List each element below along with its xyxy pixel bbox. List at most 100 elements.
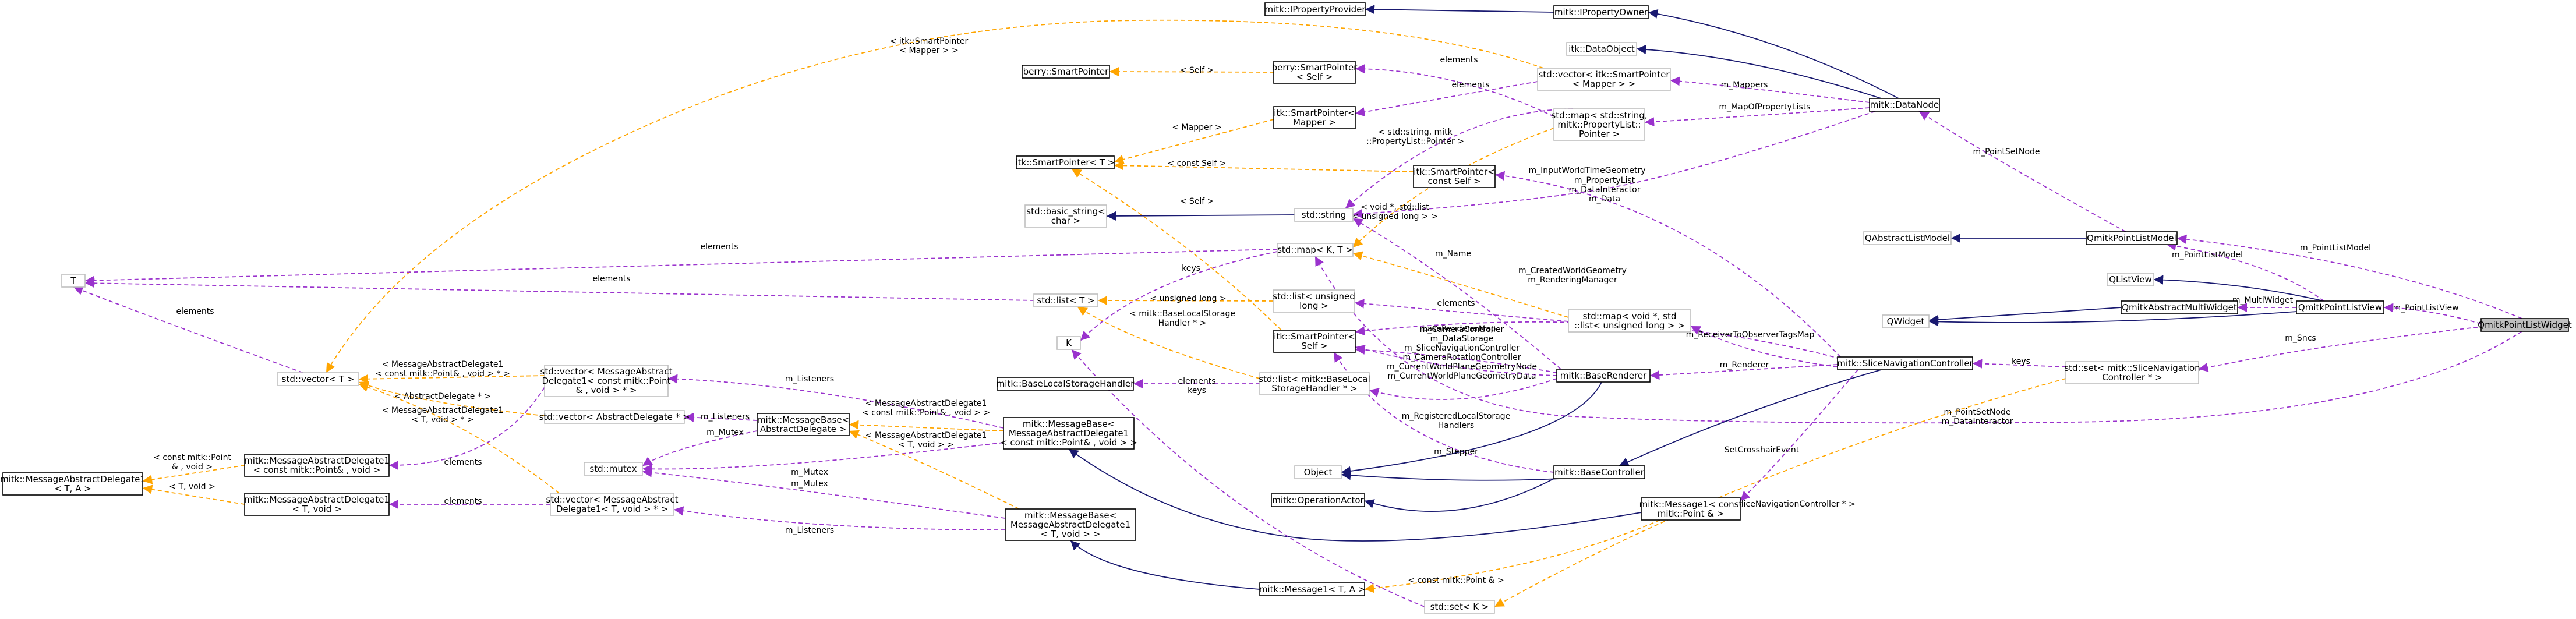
- edge-label-elements-a: elements: [1440, 55, 1478, 65]
- edge-mitk-message-base-abstract-delegate-to-std-vector-abstract-delegate: [684, 412, 758, 422]
- edge-mitk-message-base-tvoid-to-std-mutex: [642, 468, 1006, 519]
- class-node-mitk-iproperty-owner[interactable]: mitk::IPropertyOwner: [1553, 5, 1649, 19]
- class-name: QmitkPointListWidget: [2478, 320, 2572, 330]
- edge-label-elements-c: elements: [700, 242, 738, 252]
- class-node-t-node: T: [61, 274, 86, 288]
- edge-label-elements-j: elements: [176, 307, 214, 316]
- class-node-mitk-message1-ta[interactable]: mitk::Message1< T, A >: [1259, 582, 1365, 596]
- edge-std-vector-message-abstract-delegate-point-to-std-vector-t: [358, 374, 545, 384]
- edge-mitk-slice-navigation-controller-to-std-map-void-list: [1690, 326, 1838, 367]
- class-node-mitk-message-abstract-delegate1-point[interactable]: mitk::MessageAbstractDelegate1< const mi…: [244, 454, 390, 477]
- class-node-mitk-iproperty-provider[interactable]: mitk::IPropertyProvider: [1264, 2, 1366, 16]
- class-node-qmitk-point-list-view[interactable]: QmitkPointListView: [2296, 300, 2384, 314]
- class-node-berry-smartpointer-self[interactable]: berry::SmartPointer< Self >: [1272, 61, 1358, 84]
- edge-label-keys-b: keys: [1182, 264, 1200, 273]
- edge-label-m-mutex-c: m_Mutex: [791, 479, 828, 489]
- edge-label-m-multi-widget: m_MultiWidget: [2232, 296, 2294, 305]
- class-node-qwidget: QWidget: [1882, 314, 1930, 328]
- class-name: T: [70, 275, 76, 286]
- edge-mitk-message-base-tvoid-to-std-vector-message-abstract-delegate-tvoid: [673, 506, 1006, 530]
- class-name: mitk::MessageBase<MessageAbstractDelegat…: [1010, 510, 1130, 539]
- edge-std-map-string-propertylist-to-std-string: [1345, 108, 1573, 209]
- class-node-mitk-slice-navigation-controller[interactable]: mitk::SliceNavigationController: [1837, 356, 1974, 370]
- class-node-berry-smartpointer[interactable]: berry::SmartPointer: [1022, 65, 1110, 79]
- class-name: mitk::BaseController: [1554, 467, 1645, 477]
- edge-mitk-base-renderer-to-itk-smartpointer-self: [1355, 345, 1557, 376]
- class-node-itk-smartpointer-mapper[interactable]: itk::SmartPointer<Mapper >: [1273, 106, 1356, 129]
- edge-mitk-iproperty-owner-to-mitk-iproperty-provider: [1365, 5, 1554, 15]
- class-node-std-list-t: std::list< T >: [1033, 293, 1098, 307]
- edge-qmitk-point-list-widget-to-std-map-kt: [1314, 256, 2522, 424]
- class-name: mitk::Message1< T, A >: [1259, 584, 1365, 595]
- edge-label-elements-i: elements: [444, 497, 482, 506]
- edge-label-const-point-void: < const mitk::Point& , void >: [153, 453, 231, 472]
- edge-std-vector-abstract-delegate-to-std-vector-t: [358, 381, 545, 416]
- edge-mitk-base-renderer-to-std-list-mitk-base-local-storage-handler: [1369, 378, 1557, 400]
- class-name: std::basic_string<char >: [1026, 206, 1105, 226]
- class-node-std-mutex: std::mutex: [584, 462, 643, 476]
- class-node-mitk-data-node[interactable]: mitk::DataNode: [1869, 98, 1940, 112]
- edge-mitk-message-base-tvoid-to-mitk-message-base-abstract-delegate: [849, 430, 1020, 510]
- class-node-mitk-message-abstract-delegate1-tvoid[interactable]: mitk::MessageAbstractDelegate1< T, void …: [244, 493, 390, 516]
- class-node-qmitk-abstract-multi-widget[interactable]: QmitkAbstractMultiWidget: [2121, 300, 2238, 314]
- edge-label-m-point-set-node: m_PointSetNode: [1973, 147, 2040, 157]
- class-node-object-node: Object: [1294, 465, 1342, 479]
- edge-label-m-point-list-view: m_PointListView: [2393, 303, 2458, 313]
- edge-label-set-crosshair-event: SetCrosshairEvent: [1725, 445, 1800, 455]
- class-name: mitk::MessageAbstractDelegate1< T, A >: [0, 474, 146, 494]
- edge-mitk-base-controller-to-mitk-operation-actor: [1364, 478, 1554, 512]
- class-name: std::vector< AbstractDelegate * >: [539, 412, 690, 422]
- class-node-qabstract-list-model: QAbstractListModel: [1863, 231, 1952, 245]
- class-node-std-set-k: std::set< K >: [1424, 600, 1495, 614]
- edge-std-vector-message-abstract-delegate-point-to-mitk-message-abstract-delegate1-point: [388, 387, 545, 471]
- class-name: mitk::MessageBase<AbstractDelegate >: [757, 415, 849, 434]
- edge-label-message-abstract-delegate-point-b: < MessageAbstractDelegate1< const mitk::…: [862, 399, 990, 418]
- edge-mitk-message-base-point-to-std-vector-message-abstract-delegate-point: [667, 374, 1004, 429]
- class-name: itk::DataObject: [1568, 44, 1635, 54]
- class-node-qmitk-point-list-widget[interactable]: QmitkPointListWidget: [2478, 318, 2572, 332]
- class-node-mitk-base-controller[interactable]: mitk::BaseController: [1553, 465, 1645, 479]
- class-name: Object: [1304, 467, 1333, 477]
- edge-std-map-string-propertylist-to-berry-smartpointer-self: [1355, 64, 1554, 117]
- edge-label-void-list: < void *, std::list< unsigned long > >: [1352, 203, 1437, 221]
- class-name: std::set< K >: [1430, 602, 1489, 612]
- class-node-mitk-base-renderer[interactable]: mitk::BaseRenderer: [1556, 369, 1651, 383]
- edge-mitk-message-abstract-delegate1-point-to-mitk-message-abstract-delegate1-ta: [142, 465, 245, 484]
- edge-label-keys-a: keys: [2012, 357, 2030, 366]
- class-node-itk-smartpointer-t[interactable]: itk::SmartPointer< T >: [1016, 155, 1115, 169]
- class-node-mitk-message-base-tvoid[interactable]: mitk::MessageBase<MessageAbstractDelegat…: [1005, 508, 1136, 541]
- edge-mitk-base-renderer-to-itk-smartpointer-self: [1355, 345, 1557, 373]
- class-name: mitk::BaseLocalStorageHandler: [997, 379, 1135, 389]
- class-node-itk-smartpointer-self[interactable]: itk::SmartPointer<Self >: [1273, 330, 1356, 353]
- edge-qmitk-point-list-model-to-mitk-data-node: [1918, 111, 2126, 232]
- class-node-mitk-operation-actor[interactable]: mitk::OperationActor: [1271, 493, 1365, 507]
- edge-mitk-message1-point-to-mitk-message1-ta: [1364, 519, 1660, 593]
- edge-mitk-slice-navigation-controller-to-mitk-base-renderer: [1649, 364, 1838, 380]
- edge-std-map-kt-to-k-node: [1080, 251, 1278, 341]
- class-node-mitk-message-base-abstract-delegate[interactable]: mitk::MessageBase<AbstractDelegate >: [757, 413, 850, 436]
- class-name: itk::SmartPointer<Mapper >: [1274, 108, 1355, 128]
- edge-qmitk-point-list-view-to-qlist-view: [2153, 275, 2324, 302]
- class-node-itk-data-object: itk::DataObject: [1566, 42, 1637, 56]
- class-node-mitk-message-base-point[interactable]: mitk::MessageBase<MessageAbstractDelegat…: [1000, 417, 1137, 450]
- edge-mitk-message1-point-to-mitk-message-base-point: [1068, 448, 1642, 542]
- edge-label-m-renderer: m_Renderer: [1720, 360, 1769, 370]
- edge-std-set-slice-nav-to-mitk-slice-navigation-controller: [1972, 359, 2066, 369]
- class-node-k-node: K: [1056, 336, 1081, 350]
- class-node-qmitk-point-list-model[interactable]: QmitkPointListModel: [2086, 231, 2178, 245]
- edge-mitk-data-node-to-itk-data-object: [1636, 44, 1882, 99]
- class-node-itk-smartpointer-const-self[interactable]: itk::SmartPointer<const Self >: [1413, 165, 1496, 188]
- class-node-mitk-base-local-storage-handler[interactable]: mitk::BaseLocalStorageHandler: [997, 377, 1135, 391]
- class-name: mitk::IPropertyProvider: [1264, 4, 1366, 15]
- edge-label-keys-a: keys: [2012, 357, 2030, 366]
- class-node-mitk-message-abstract-delegate1-ta[interactable]: mitk::MessageAbstractDelegate1< T, A >: [0, 472, 146, 496]
- edge-label-abstract-delegate-ptr: < AbstractDelegate * >: [394, 392, 491, 401]
- class-name: mitk::OperationActor: [1272, 495, 1364, 505]
- class-name: std::map< K, T >: [1277, 245, 1353, 255]
- edge-std-vector-itk-smartpointer-mapper-to-std-vector-t: [326, 19, 1544, 373]
- class-name: QmitkAbstractMultiWidget: [2122, 302, 2237, 313]
